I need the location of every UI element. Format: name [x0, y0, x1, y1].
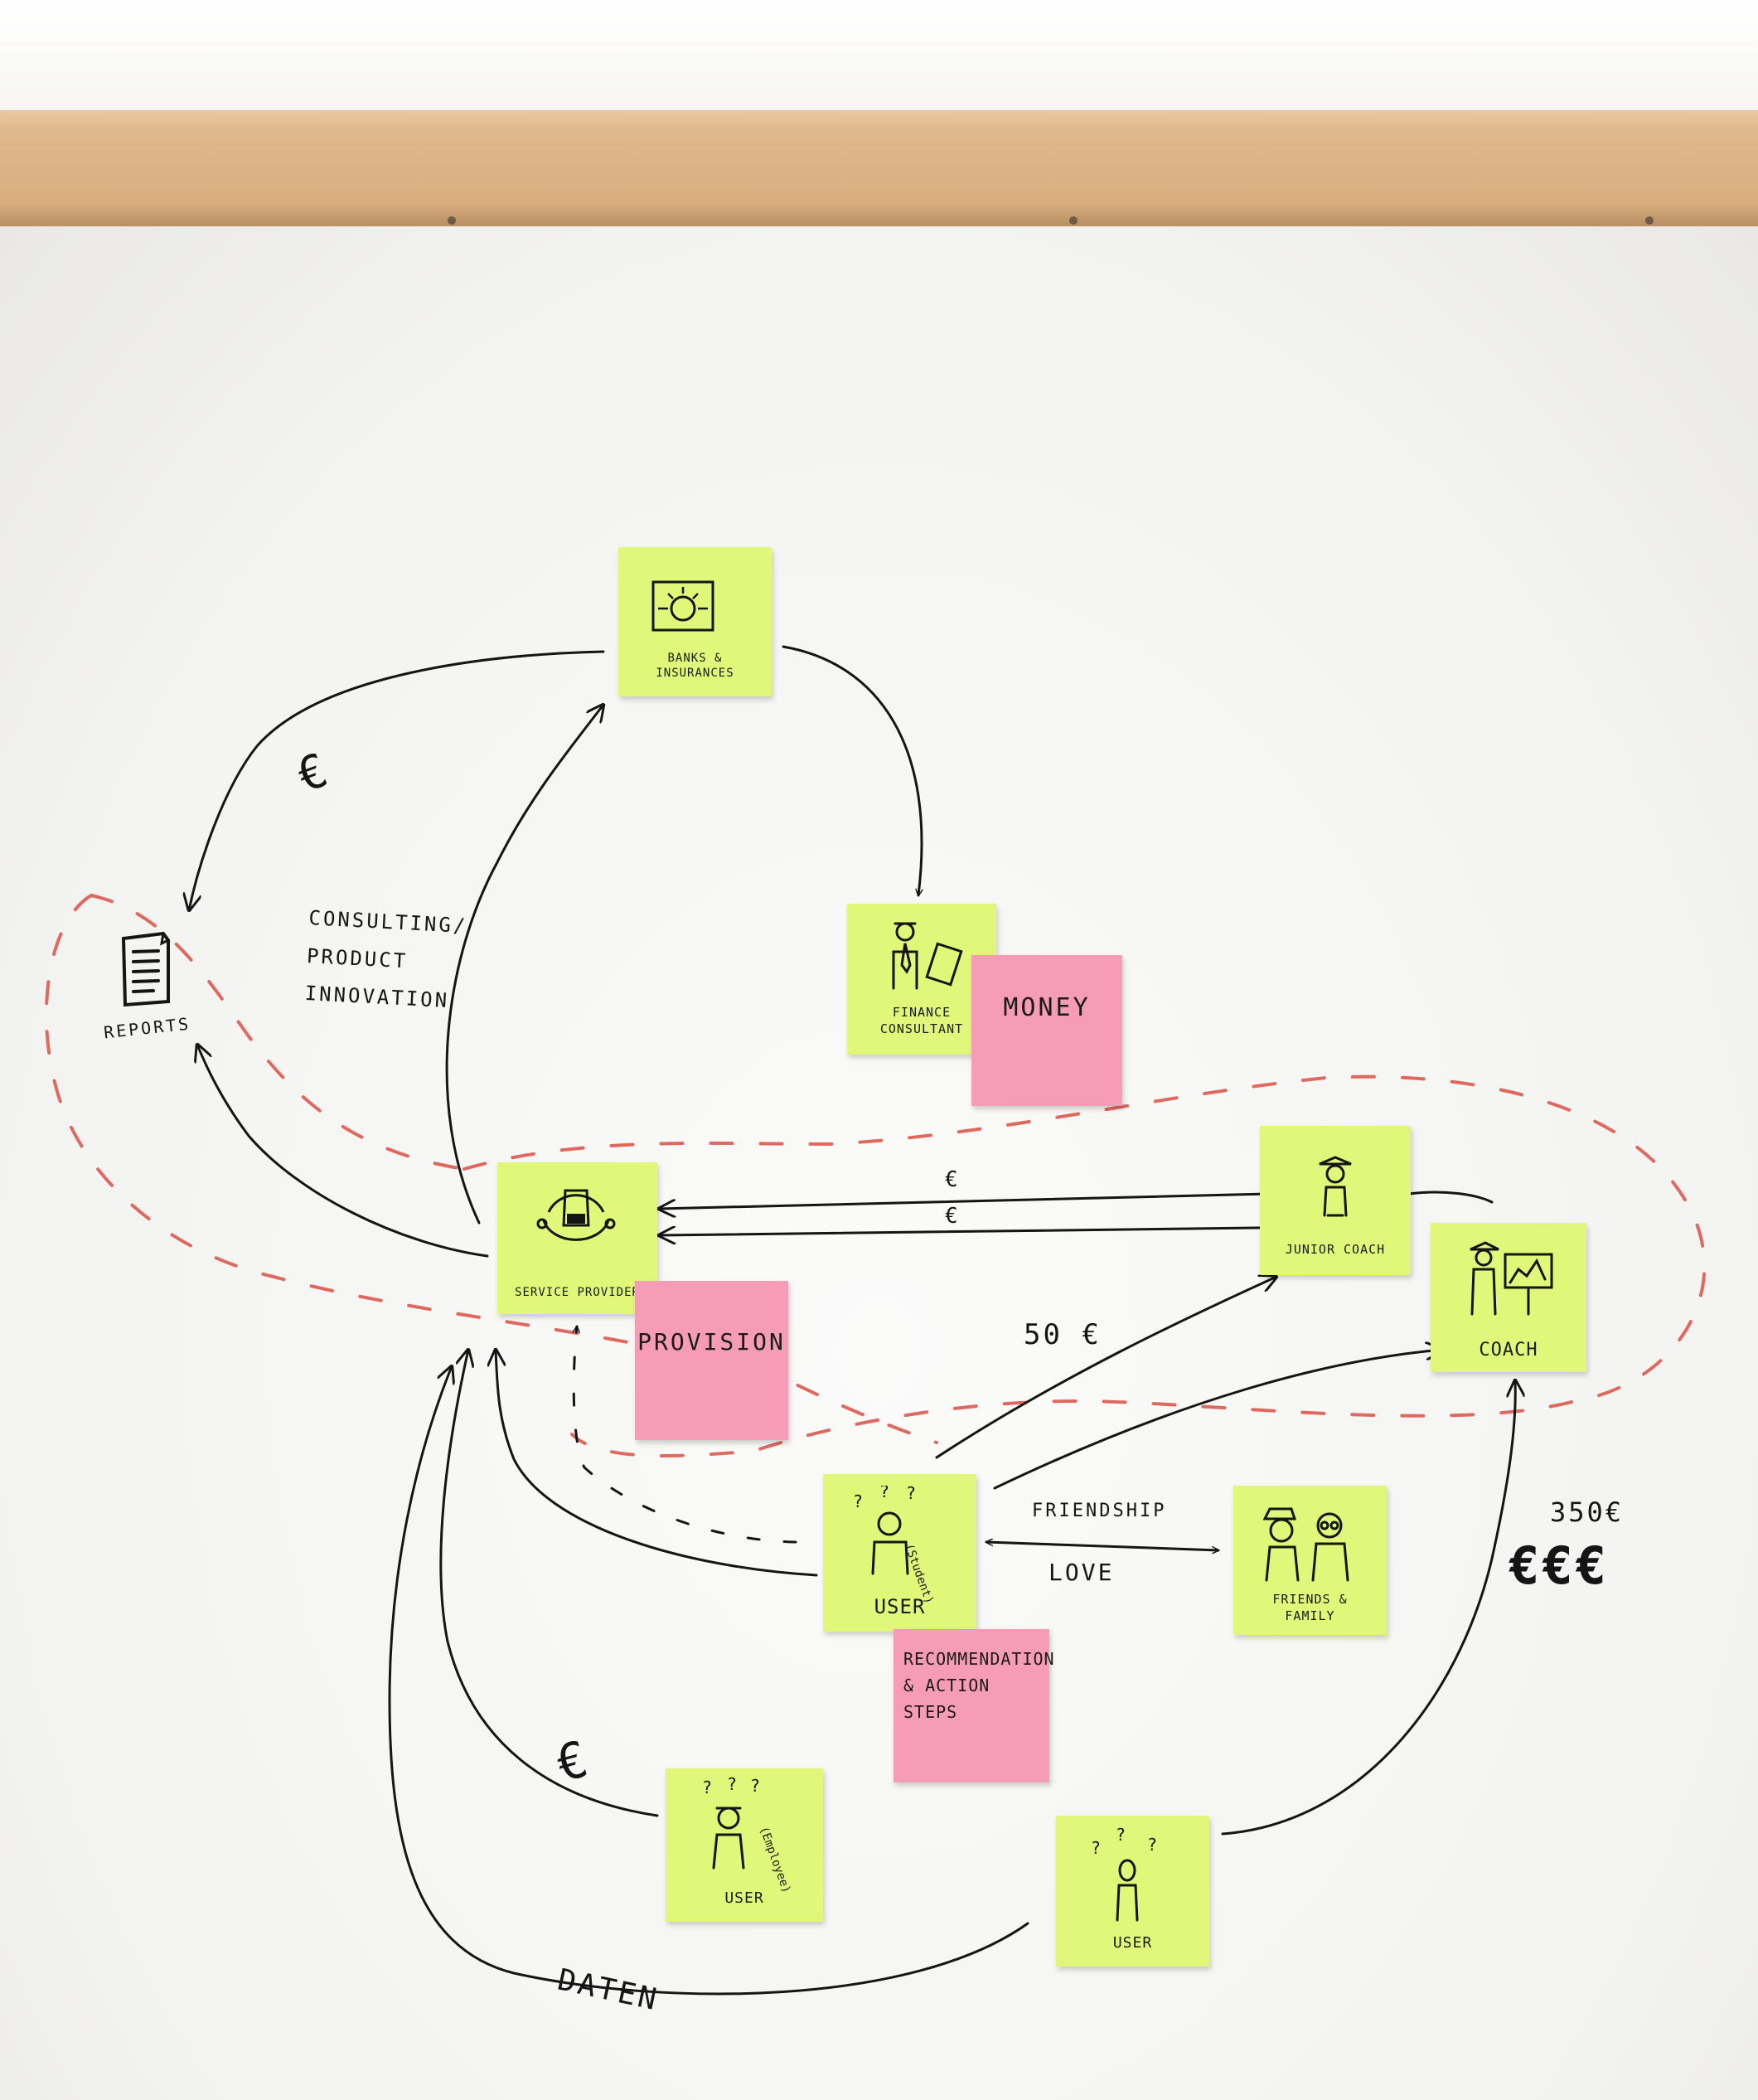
coach-icon [1470, 1241, 1553, 1316]
friends-family-icon [1262, 1507, 1349, 1582]
arrow-coach-to-service-1 [659, 1192, 1270, 1209]
employee-user-icon: ? ? ? [702, 1775, 760, 1870]
sticky-junior-coach: Junior coach [1260, 1126, 1411, 1275]
dashed-boundary-left [44, 894, 938, 1444]
svg-text:?: ? [1147, 1835, 1157, 1855]
euro-arrow-2: € [945, 1204, 961, 1229]
arrow-user-to-coach [993, 1350, 1442, 1490]
sticky-recommendation: Recommendation & Action steps [894, 1629, 1055, 1782]
love-annotation: Love [1049, 1559, 1115, 1586]
user-bottom-label: User [1112, 1934, 1153, 1952]
service-label: Service Provider [515, 1286, 640, 1299]
reports-label: Reports [103, 1013, 192, 1043]
euros-annotation: €€€ [1509, 1535, 1609, 1596]
screw [448, 216, 456, 225]
sticky-coach: Coach [1431, 1223, 1586, 1372]
user-employee-label: User [724, 1889, 764, 1907]
screw [1069, 216, 1078, 225]
sticky-provision: Provision [635, 1281, 788, 1440]
sticky-user-student: ? ? ? (Student) User [823, 1474, 976, 1632]
three-fifty-annotation: 350€ [1550, 1496, 1625, 1528]
sticky-service-provider: Service Provider [497, 1162, 657, 1314]
euro-arrow-1: € [945, 1167, 961, 1192]
junior-coach-label: Junior coach [1285, 1242, 1386, 1257]
reports-node: Reports [103, 929, 211, 1061]
arrow-user-bottom-to-service [388, 1366, 1029, 1996]
bank-icon [651, 580, 714, 632]
service-provider-icon [536, 1189, 616, 1241]
arrow-user-bottom-to-coach [1221, 1380, 1515, 1836]
arrow-employee-to-service [439, 1350, 659, 1817]
fifty-euro-annotation: 50 € [1024, 1318, 1102, 1351]
svg-text:?: ? [702, 1777, 712, 1797]
user-student-label: User [874, 1595, 926, 1618]
wooden-shelf [0, 110, 1758, 226]
consulting-annotation: Consulting/ Product innovation [304, 906, 468, 1013]
finance-label: Finance consultant [879, 1005, 964, 1036]
arrow-banks-to-reports [189, 650, 605, 910]
wall [0, 0, 1758, 116]
svg-text:?: ? [1116, 1826, 1126, 1845]
sticky-money: Money [971, 955, 1122, 1106]
dashed-boundary-main [463, 1074, 1707, 1457]
report-document-icon [121, 931, 170, 1007]
whiteboard [0, 226, 1758, 2100]
provision-label: Provision [637, 1328, 786, 1356]
screw [1645, 216, 1654, 225]
sticky-friends-family: Friends & family [1233, 1486, 1387, 1635]
svg-text:?: ? [853, 1491, 863, 1511]
sticky-banks-insurances: Banks & insurances [618, 547, 772, 696]
svg-text:?: ? [879, 1486, 889, 1501]
user-icon: ? ? ? [1091, 1826, 1157, 1922]
banks-label: Banks & insurances [656, 652, 734, 681]
dashed-boundary-inner [90, 894, 466, 1171]
coach-label: Coach [1479, 1340, 1538, 1360]
svg-text:?: ? [906, 1486, 916, 1503]
arrow-banks-to-finance [782, 645, 922, 897]
recommendation-label: Recommendation & Action steps [903, 1649, 1055, 1722]
arrow-user-to-service [496, 1350, 818, 1577]
sticky-user-bottom: ? ? ? User [1056, 1816, 1209, 1967]
student-user-icon: ? ? ? [853, 1486, 916, 1575]
finance-consultant-icon [892, 922, 963, 990]
svg-text:?: ? [1091, 1838, 1101, 1858]
junior-coach-icon [1319, 1156, 1352, 1217]
friendship-annotation: Friendship [1032, 1501, 1167, 1521]
arrow-user-to-junior-coach [935, 1277, 1276, 1459]
arrow-user-data-to-service [574, 1325, 797, 1544]
friends-label: Friends & family [1272, 1592, 1348, 1623]
sticky-user-employee: ? ? ? (Employee) User [666, 1768, 823, 1922]
arrow-user-friends [985, 1542, 1220, 1550]
arrow-service-to-banks [445, 705, 603, 1225]
svg-text:?: ? [727, 1775, 737, 1794]
arrow-service-to-reports [197, 1045, 489, 1258]
svg-text:?: ? [750, 1776, 760, 1796]
money-label: Money [1003, 993, 1091, 1022]
